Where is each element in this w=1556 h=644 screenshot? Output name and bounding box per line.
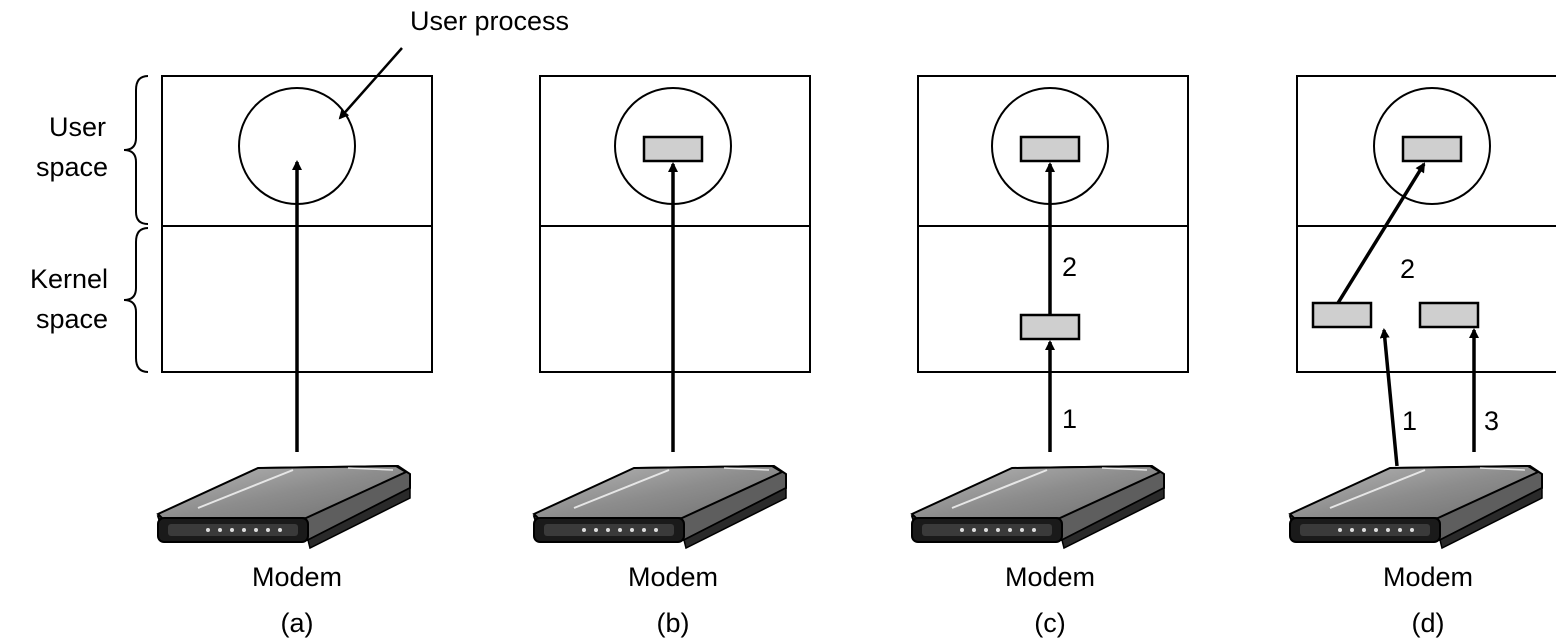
kernel-space-brace bbox=[123, 227, 149, 373]
address-space-box bbox=[539, 75, 811, 373]
modem-icon bbox=[533, 465, 787, 549]
copy-arrow-1 bbox=[1379, 328, 1399, 467]
kernel-buffer-1 bbox=[1311, 301, 1373, 329]
address-space-box bbox=[1296, 75, 1556, 373]
user-process-label: User process bbox=[410, 6, 570, 36]
kernel-space-label-line1: Kernel bbox=[29, 264, 108, 294]
step-label-d-2: 2 bbox=[1400, 254, 1416, 284]
step-label-c-1: 1 bbox=[1062, 404, 1078, 434]
user-space-label-line2: space bbox=[35, 152, 108, 182]
panel-d bbox=[1289, 75, 1556, 549]
modem-icon bbox=[1289, 465, 1543, 549]
copy-arrow-2 bbox=[1336, 162, 1426, 304]
step-label-d-1: 1 bbox=[1402, 406, 1418, 436]
panel-b bbox=[533, 75, 811, 549]
modem-label-a: Modem bbox=[251, 562, 343, 592]
modem-icon bbox=[157, 465, 411, 549]
panel-c bbox=[911, 75, 1189, 549]
panel-a bbox=[157, 47, 433, 549]
user-buffer bbox=[1019, 135, 1081, 163]
caption-d: (d) bbox=[1411, 608, 1445, 638]
callout-arrow bbox=[338, 47, 403, 120]
caption-c: (c) bbox=[1034, 608, 1066, 638]
user-process-circle bbox=[1373, 87, 1491, 205]
caption-b: (b) bbox=[656, 608, 690, 638]
kernel-space-label-line2: space bbox=[35, 304, 108, 334]
modem-icon bbox=[911, 465, 1165, 549]
user-space-brace bbox=[123, 75, 149, 225]
user-buffer bbox=[642, 135, 704, 163]
address-space-box bbox=[917, 75, 1189, 373]
modem-label-c: Modem bbox=[1004, 562, 1096, 592]
modem-label-d: Modem bbox=[1382, 562, 1474, 592]
kernel-buffer-2 bbox=[1418, 301, 1480, 329]
kernel-buffer bbox=[1019, 313, 1081, 341]
caption-a: (a) bbox=[280, 608, 314, 638]
step-label-c-2: 2 bbox=[1062, 252, 1078, 282]
step-label-d-3: 3 bbox=[1484, 406, 1500, 436]
modem-label-b: Modem bbox=[627, 562, 719, 592]
user-space-label-line1: User bbox=[48, 112, 106, 142]
user-buffer bbox=[1401, 135, 1463, 163]
